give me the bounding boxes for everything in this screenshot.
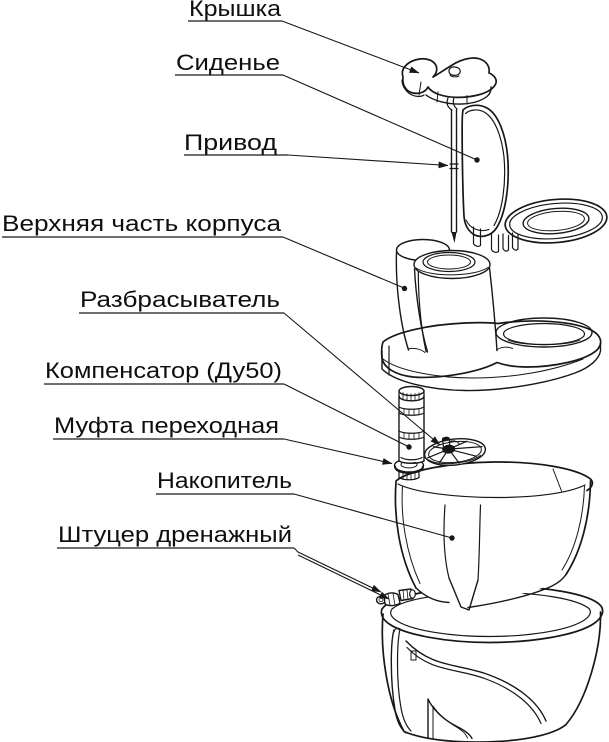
spreader-part	[423, 436, 487, 467]
label-compensator: Компенсатор (Ду50)	[44, 358, 412, 450]
label-drive: Привод	[184, 130, 449, 169]
storage-tank-part	[394, 461, 594, 611]
label-spreader-text: Разбрасыватель	[80, 287, 280, 312]
label-upper-body-text: Верхняя часть корпуса	[2, 211, 282, 236]
seat-ring-hinge-tabs	[502, 232, 519, 252]
label-storage-tank-text: Накопитель	[157, 468, 292, 493]
seat-part	[461, 104, 510, 253]
drive-part	[449, 109, 459, 243]
lid-part	[401, 57, 498, 111]
seat-ring-part	[504, 198, 608, 244]
lower-tank-part	[380, 585, 604, 742]
drain-fitting-part	[375, 588, 416, 607]
label-storage-tank: Накопитель	[156, 468, 455, 541]
label-drive-text: Привод	[184, 130, 277, 155]
label-adapter-coupling-text: Муфта переходная	[54, 413, 279, 438]
label-drain-fitting-text: Штуцер дренажный	[58, 522, 292, 547]
label-upper-body: Верхняя часть корпуса	[2, 211, 408, 292]
label-lid-text: Крышка	[189, 0, 282, 21]
label-seat-text: Сиденье	[176, 50, 280, 75]
label-seat: Сиденье	[175, 50, 480, 163]
callouts: Крышка Сиденье Привод Верхняя часть корп…	[2, 0, 480, 600]
label-lid: Крышка	[188, 0, 420, 74]
label-compensator-text: Компенсатор (Ду50)	[45, 358, 282, 383]
label-spreader: Разбрасыватель	[79, 287, 441, 446]
upper-body-part	[380, 238, 602, 392]
adapter-coupling-part	[393, 458, 425, 481]
compensator-part	[398, 385, 425, 464]
label-drain-fitting: Штуцер дренажный	[57, 522, 390, 600]
label-adapter-coupling: Муфта переходная	[53, 413, 393, 465]
